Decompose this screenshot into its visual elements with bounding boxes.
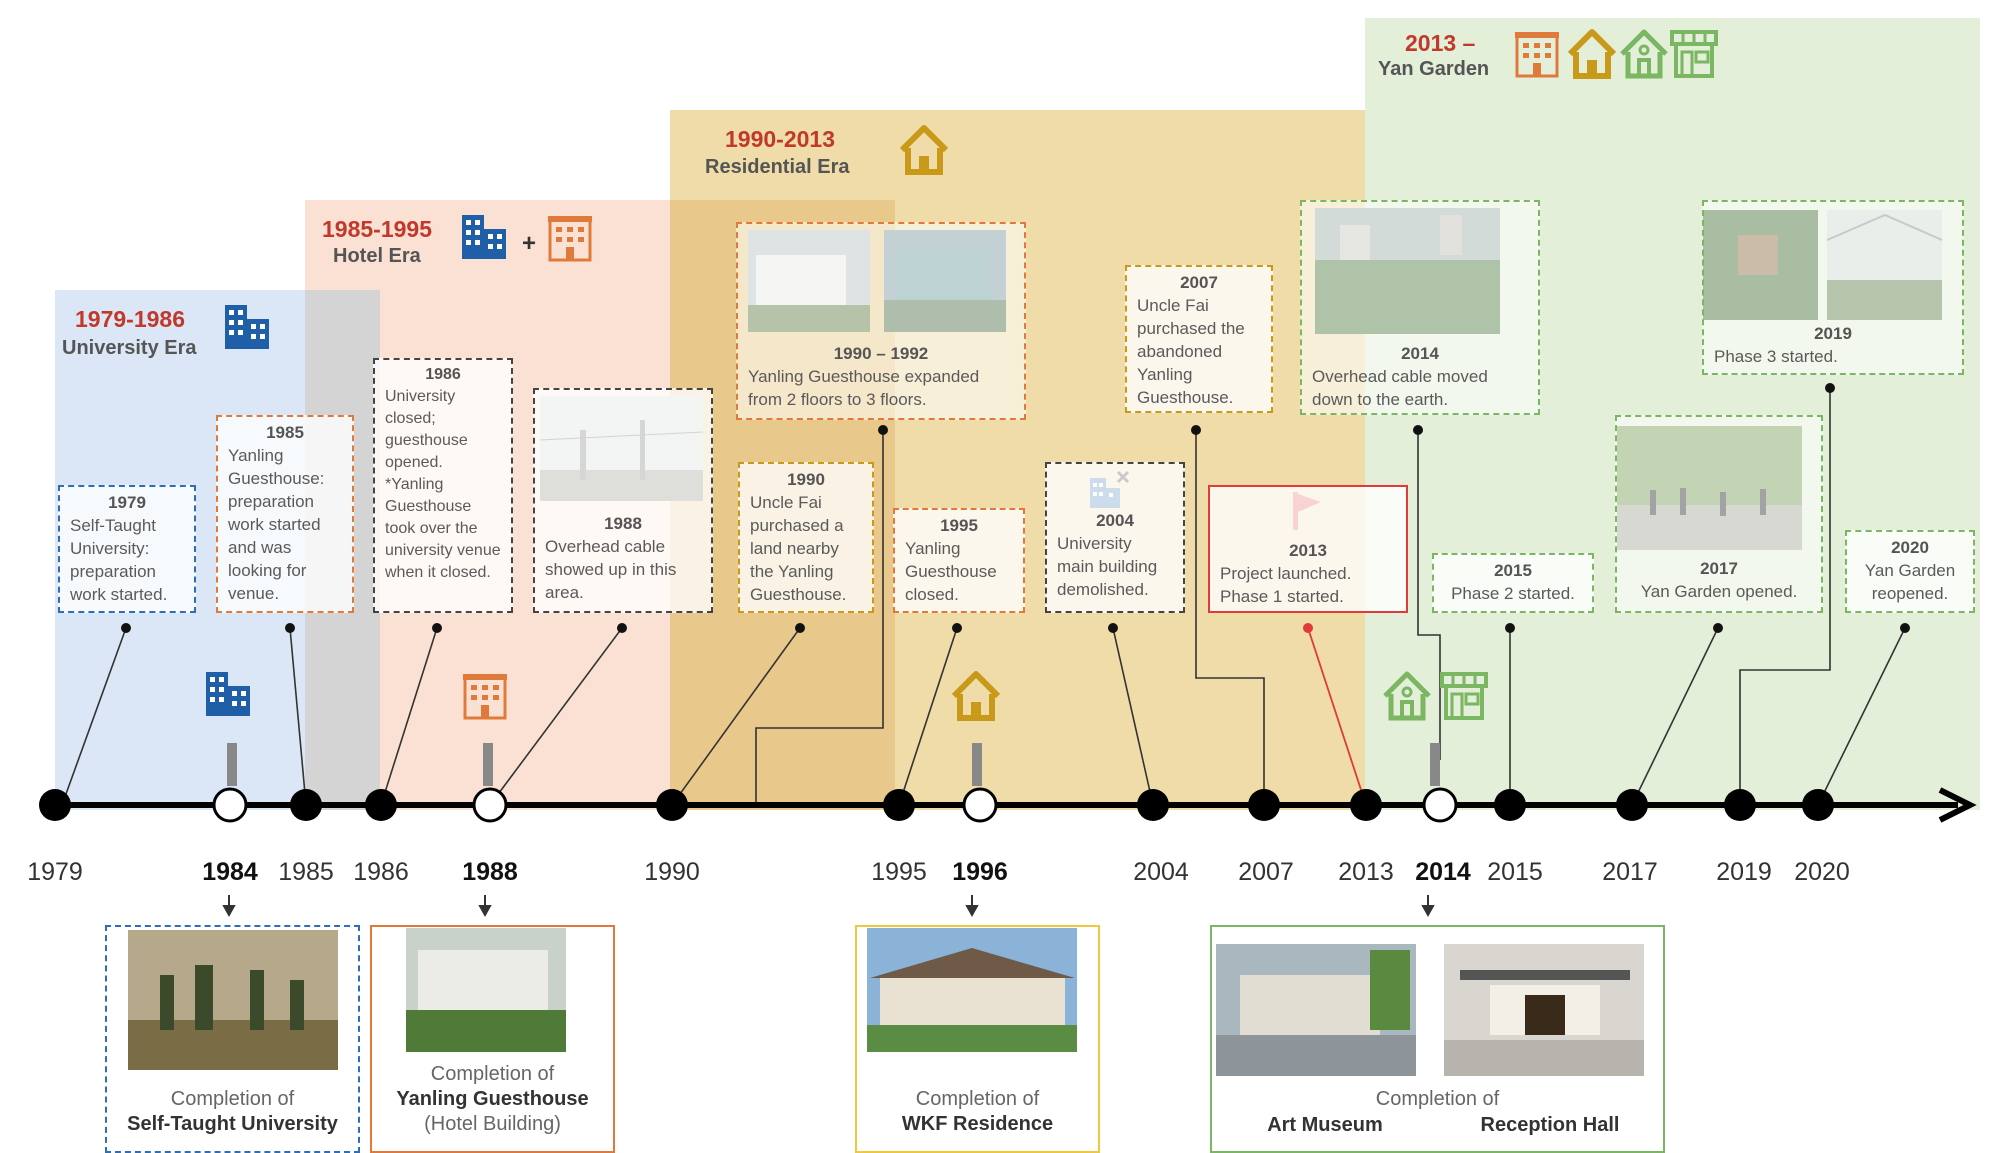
tick-1979: 1979 xyxy=(27,858,83,886)
axis-marker-2020 xyxy=(1802,789,1834,821)
office-building-icon xyxy=(206,672,250,716)
hotel-era-title: 1985-1995 xyxy=(322,216,432,242)
connector-1979 xyxy=(61,627,127,806)
axis-markers xyxy=(39,787,1834,823)
axis-marker-1990 xyxy=(656,789,688,821)
tick-2019: 2019 xyxy=(1716,858,1772,886)
tick-1996: 1996 xyxy=(952,858,1008,886)
residential-era-band xyxy=(670,110,1365,200)
completion-art-museum-name: Art Museum xyxy=(1267,1114,1383,1136)
hotel-icon xyxy=(1513,30,1561,78)
completion-2014-caption: Completion of xyxy=(1375,1088,1500,1110)
office-building-icon xyxy=(225,305,269,349)
office-building-icon xyxy=(462,215,506,259)
axis-marker-1984 xyxy=(212,787,248,823)
tick-1995: 1995 xyxy=(871,858,927,886)
house-icon xyxy=(902,128,946,172)
connector-1986 xyxy=(380,627,438,806)
residential-era-subtitle: Residential Era xyxy=(705,156,850,178)
connector-1988 xyxy=(489,627,623,806)
axis-marker-2019 xyxy=(1724,789,1756,821)
tick-2017: 2017 xyxy=(1602,858,1658,886)
axis-marker-2013 xyxy=(1350,789,1382,821)
axis-arrow xyxy=(1938,787,1977,823)
connector-2014 xyxy=(1417,430,1441,760)
tick-1986: 1986 xyxy=(353,858,409,886)
residential-era-title: 1990-2013 xyxy=(725,126,835,152)
connector-2019 xyxy=(1739,388,1831,805)
hotel-icon xyxy=(461,672,509,720)
axis-marker-2015 xyxy=(1494,789,1526,821)
axis-marker-2014 xyxy=(1422,787,1458,823)
tick-2004: 2004 xyxy=(1133,858,1189,886)
hotel-icon xyxy=(546,214,594,262)
axis-marker-1996 xyxy=(962,787,998,823)
connector-1995 xyxy=(898,627,958,806)
tick-2015: 2015 xyxy=(1487,858,1543,886)
photo-wkf-residence xyxy=(867,928,1077,1052)
shop-icon xyxy=(1440,672,1488,720)
tick-2020: 2020 xyxy=(1794,858,1850,886)
connector-2020 xyxy=(1817,627,1906,806)
university-era-title: 1979-1986 xyxy=(75,306,185,332)
photo-self-taught-university xyxy=(128,930,338,1070)
tick-1990: 1990 xyxy=(644,858,700,886)
shop-icon xyxy=(1670,30,1718,78)
tick-1984: 1984 xyxy=(202,858,258,886)
tick-2007: 2007 xyxy=(1238,858,1294,886)
axis-marker-2007 xyxy=(1248,789,1280,821)
house-icon xyxy=(954,674,998,718)
axis-marker-1986 xyxy=(365,789,397,821)
hotel-era-plus: + xyxy=(522,230,537,257)
yan-garden-era-title: 2013 – xyxy=(1405,30,1476,56)
photo-yanling-guesthouse xyxy=(406,928,566,1052)
connector-1990a xyxy=(755,430,884,805)
tick-1985: 1985 xyxy=(278,858,334,886)
house-icon xyxy=(1567,29,1617,79)
axis-marker-1979 xyxy=(39,789,71,821)
axis-marker-1988 xyxy=(472,787,508,823)
axis-marker-2017 xyxy=(1616,789,1648,821)
connector-1990b xyxy=(671,627,801,806)
connector-2013 xyxy=(1307,627,1367,806)
photo-reception-hall xyxy=(1444,944,1644,1076)
tick-1988: 1988 xyxy=(462,858,518,886)
connector-1985 xyxy=(289,627,307,806)
tick-2013: 2013 xyxy=(1338,858,1394,886)
house-icon xyxy=(1385,674,1429,718)
axis-marker-2004 xyxy=(1137,789,1169,821)
house-icon xyxy=(1622,32,1666,76)
yan-garden-era-subtitle: Yan Garden xyxy=(1378,58,1490,80)
photo-art-museum xyxy=(1216,944,1416,1076)
completion-reception-hall-name: Reception Hall xyxy=(1480,1114,1620,1136)
tick-2014: 2014 xyxy=(1415,858,1471,886)
university-era-subtitle: University Era xyxy=(62,337,197,359)
connector-2017 xyxy=(1631,627,1719,806)
axis-marker-1995 xyxy=(883,789,915,821)
connector-2004 xyxy=(1112,627,1154,806)
axis-marker-1985 xyxy=(290,789,322,821)
hotel-era-subtitle: Hotel Era xyxy=(333,245,421,267)
connector-2007 xyxy=(1195,430,1265,805)
